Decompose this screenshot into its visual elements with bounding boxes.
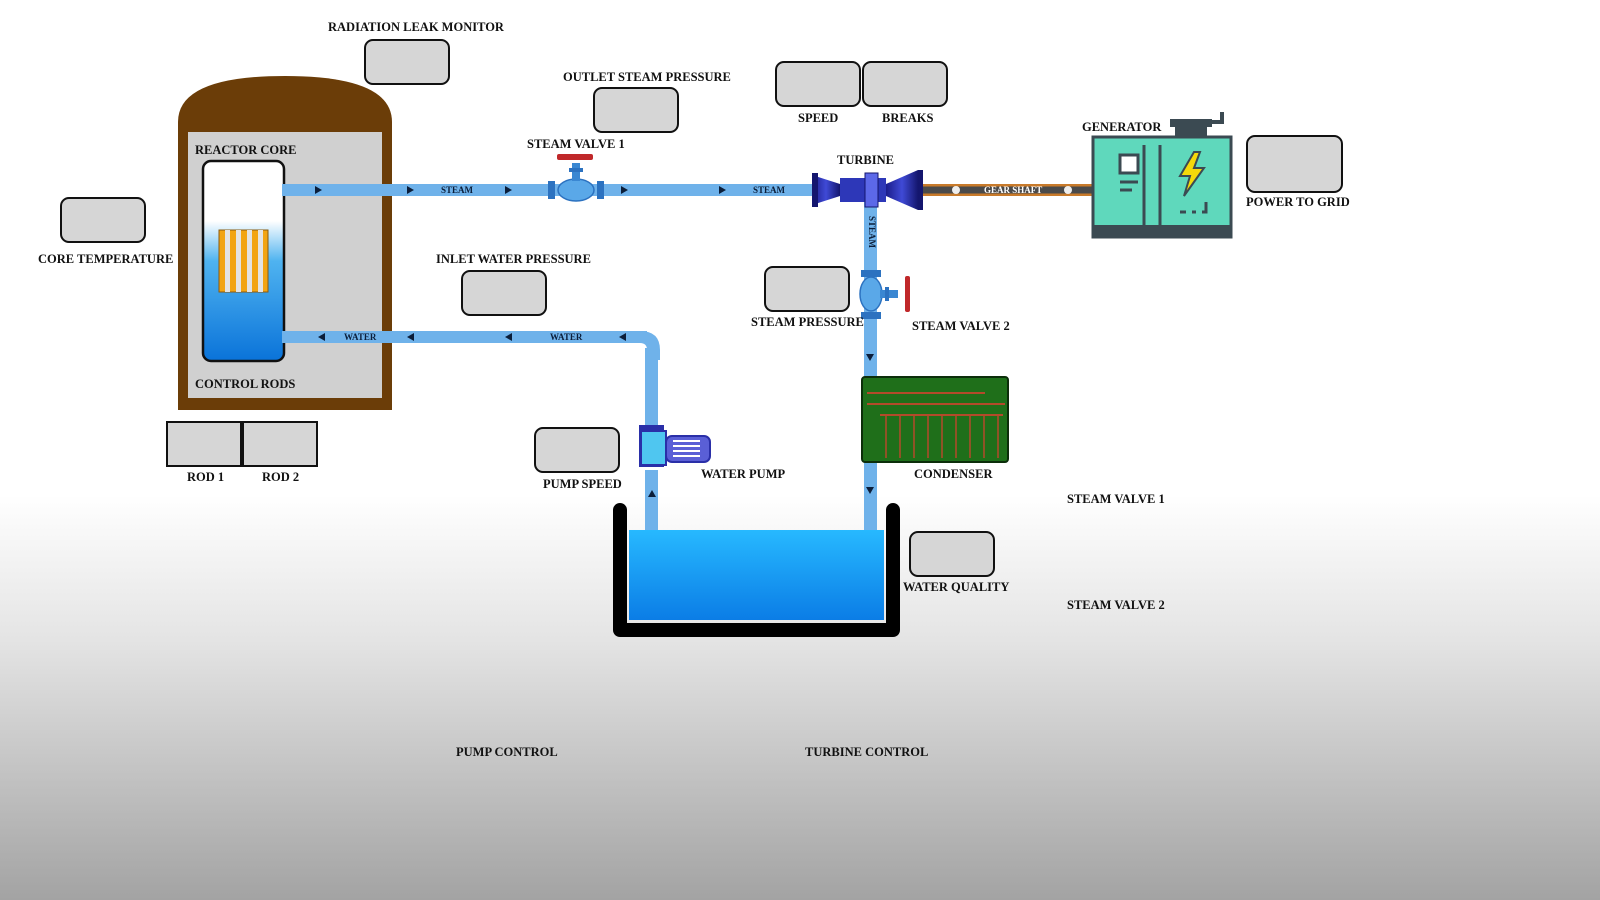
- steam-valve-2-label: STEAM VALVE 2: [912, 319, 1010, 333]
- inlet-water-pressure-display: [461, 270, 547, 316]
- power-to-grid-display: [1246, 135, 1343, 193]
- generator-icon: [1091, 112, 1233, 239]
- core-temperature-label: CORE TEMPERATURE: [38, 252, 174, 266]
- steam-valve-1-control-label: STEAM VALVE 1: [1067, 492, 1165, 506]
- generator-label: GENERATOR: [1082, 120, 1162, 134]
- pipe-label-steam-vertical: STEAM: [867, 216, 877, 249]
- gear-icon: [1064, 186, 1072, 194]
- water-pump-label: WATER PUMP: [701, 467, 786, 481]
- speed-label: SPEED: [798, 111, 839, 125]
- pipe-label-steam-2: STEAM: [753, 185, 786, 195]
- water-tank: [613, 503, 900, 637]
- rod-2-label: ROD 2: [262, 470, 300, 484]
- reactor-core-label: REACTOR CORE: [195, 143, 297, 157]
- pump-control-label: PUMP CONTROL: [456, 745, 558, 759]
- speed-display: [775, 61, 861, 107]
- fuel-rods-icon: [218, 229, 269, 293]
- core-temperature-display: [60, 197, 146, 243]
- outlet-steam-pressure-label: OUTLET STEAM PRESSURE: [563, 70, 731, 84]
- rod-1-label: ROD 1: [187, 470, 225, 484]
- radiation-leak-monitor-display: [364, 39, 450, 85]
- turbine-icon: [812, 170, 923, 210]
- condenser-to-tank-pipe: [864, 462, 877, 532]
- water-pump-icon: [639, 425, 711, 467]
- gate-valve-icon: [859, 270, 910, 319]
- pipe-label-steam-1: STEAM: [441, 185, 474, 195]
- reactor-vessel: [178, 76, 392, 410]
- rod-1-display: [166, 421, 242, 467]
- water-pipe-down: [645, 348, 658, 430]
- pipe-label-water-2: WATER: [550, 332, 583, 342]
- radiation-leak-monitor-label: RADIATION LEAK MONITOR: [328, 20, 504, 34]
- steam-pipe-top: [282, 184, 812, 196]
- rod-2-display: [242, 421, 318, 467]
- power-to-grid-label: POWER TO GRID: [1246, 195, 1350, 209]
- gear-icon: [952, 186, 960, 194]
- turbine-label: TURBINE: [837, 153, 894, 167]
- gear-shaft: GEAR SHAFT: [923, 184, 1093, 196]
- condenser-label: CONDENSER: [914, 467, 993, 481]
- outlet-steam-pressure-display: [593, 87, 679, 133]
- water-quality-label: WATER QUALITY: [903, 580, 1010, 594]
- pump-speed-display: [534, 427, 620, 473]
- turbine-control-label: TURBINE CONTROL: [805, 745, 929, 759]
- inlet-water-pressure-label: INLET WATER PRESSURE: [436, 252, 591, 266]
- gate-valve-icon: [548, 154, 604, 202]
- pipe-label-water-1: WATER: [344, 332, 377, 342]
- reactor-dome: [178, 76, 392, 122]
- steam-pressure-label: STEAM PRESSURE: [751, 315, 864, 329]
- water-quality-display: [909, 531, 995, 577]
- steam-valve-1-label: STEAM VALVE 1: [527, 137, 625, 151]
- breaks-label: BREAKS: [882, 111, 934, 125]
- pump-speed-label: PUMP SPEED: [543, 477, 622, 491]
- pump-to-tank-pipe: [645, 470, 658, 532]
- breaks-display: [862, 61, 948, 107]
- steam-pressure-display: [764, 266, 850, 312]
- control-rods-label: CONTROL RODS: [195, 377, 296, 391]
- gear-shaft-label: GEAR SHAFT: [984, 185, 1042, 195]
- water-return-pipe: [282, 331, 647, 343]
- steam-valve-2-control-label: STEAM VALVE 2: [1067, 598, 1165, 612]
- condenser-icon: [861, 376, 1009, 463]
